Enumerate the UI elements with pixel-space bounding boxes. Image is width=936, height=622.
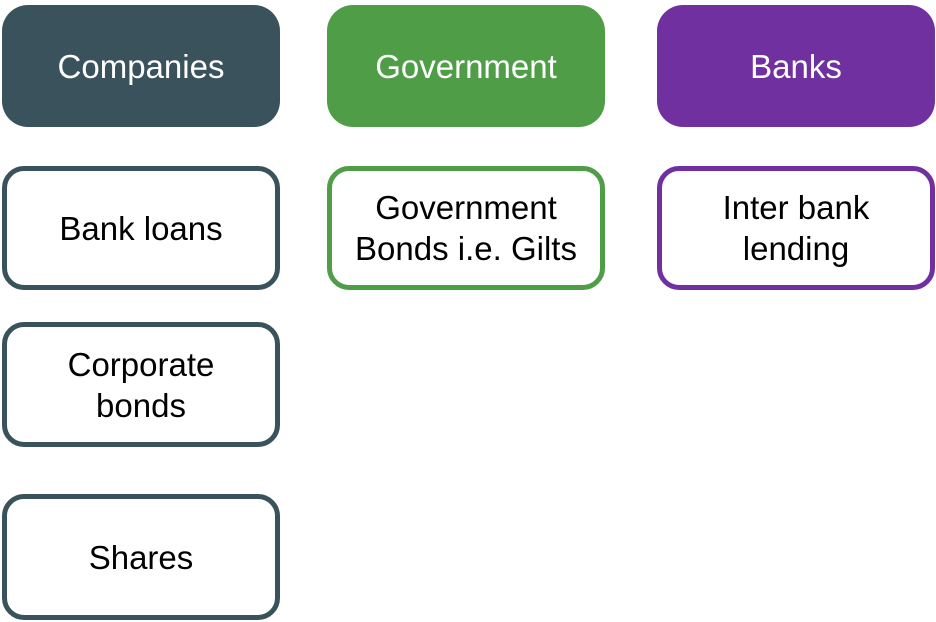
box-shares: Shares xyxy=(2,494,280,620)
box-inter-bank-lending: Inter bank lending xyxy=(657,166,935,290)
box-corporate-bonds: Corporate bonds xyxy=(2,322,280,447)
header-banks: Banks xyxy=(657,5,935,127)
box-government-bonds-gilts: Government Bonds i.e. Gilts xyxy=(327,166,605,290)
box-bank-loans: Bank loans xyxy=(2,166,280,290)
header-companies: Companies xyxy=(2,5,280,127)
header-government: Government xyxy=(327,5,605,127)
